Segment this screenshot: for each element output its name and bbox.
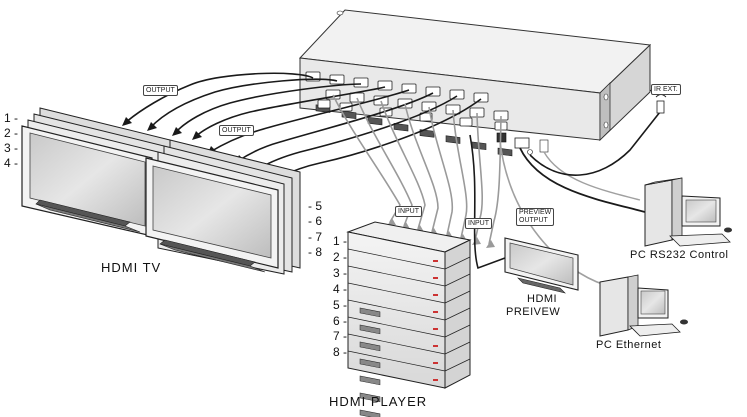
ir-cable <box>529 111 661 176</box>
pc-rs232 <box>644 177 732 247</box>
hdmi-matrix-switcher <box>298 9 652 157</box>
hdmi-preview-label-line2: PREIVEW <box>506 306 561 318</box>
power-port <box>539 139 549 153</box>
tv-number: 2 - <box>4 126 19 140</box>
player-number: 8 - <box>333 345 348 359</box>
output-tag-top: OUTPUT <box>143 85 178 96</box>
hdmi-preview-label-line1: HDMI <box>527 293 558 305</box>
tv-number: - 5 <box>308 199 323 213</box>
tv-number: - 7 <box>308 230 323 244</box>
ethernet-cable <box>499 141 606 286</box>
player-number: 7 - <box>333 329 348 343</box>
pc-ethernet <box>599 274 688 337</box>
ir-port <box>527 149 533 155</box>
power-cable <box>543 151 641 201</box>
output-tag-mid: OUTPUT <box>219 125 254 136</box>
hdmi-tv-label: HDMI TV <box>101 260 162 275</box>
hdmi-player-label: HDMI PLAYER <box>329 394 428 409</box>
pc-rs232-label: PC RS232 Control <box>630 249 729 261</box>
tv-number: 1 - <box>4 111 19 125</box>
preview-monitor <box>504 237 579 294</box>
pc-ethernet-label: PC Ethernet <box>596 339 662 351</box>
tv-number: - 8 <box>308 245 323 259</box>
player-number: 4 - <box>333 282 348 296</box>
input-tag-left: INPUT <box>395 206 422 217</box>
rs232-cable <box>519 147 646 213</box>
preview-output-tag: PREVIEW OUTPUT <box>516 208 555 226</box>
player-number: 2 - <box>333 250 348 264</box>
player-number: 1 - <box>333 234 348 248</box>
input-cables <box>332 94 502 245</box>
tv-number: 3 - <box>4 141 19 155</box>
preview-output-tag-line1: PREVIEW <box>519 209 552 216</box>
hdmi-plugs <box>305 71 509 131</box>
player-number: 5 - <box>333 298 348 312</box>
input-tag-right: INPUT <box>465 218 492 229</box>
ethernet-port <box>496 132 507 143</box>
hdmi-player-stack <box>346 221 472 417</box>
player-number: 6 - <box>333 314 348 328</box>
tv-number: - 6 <box>308 214 323 228</box>
preview-output-tag-line2: OUTPUT <box>519 217 548 224</box>
tv-group-right <box>145 139 301 275</box>
output-cables <box>124 72 482 178</box>
preview-cable <box>469 134 506 270</box>
rs232-port <box>514 137 530 149</box>
player-number: 3 - <box>333 266 348 280</box>
ir-ext-tag: IR EXT. <box>651 84 681 95</box>
tv-number: 4 - <box>4 156 19 170</box>
